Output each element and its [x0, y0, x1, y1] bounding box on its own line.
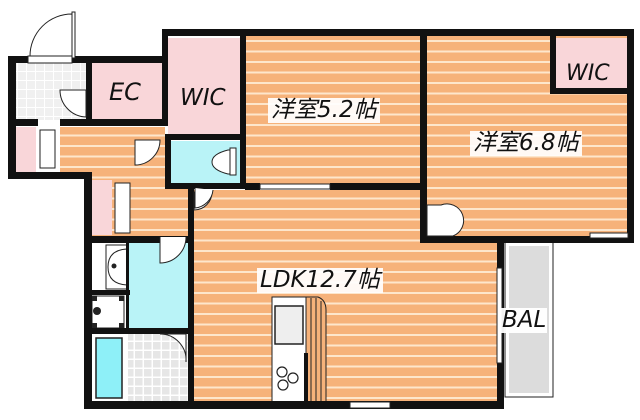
- entrance-door-frame: [27, 55, 73, 64]
- wic-1: [168, 38, 240, 134]
- door-hall-swing: [134, 139, 161, 166]
- stove-burner-icon: [276, 366, 288, 378]
- shoe-cabinet: [16, 127, 36, 172]
- window-room1: [259, 183, 331, 190]
- room-label-balcony: BAL: [500, 307, 548, 333]
- door-room2-swing: [426, 203, 465, 237]
- room-label-ldk: LDK12.7帖: [257, 268, 383, 293]
- entrance-door-swing: [29, 13, 73, 58]
- room-label-western-2: 洋室6.8帖: [470, 131, 582, 156]
- room-label-wic-2: WIC: [566, 61, 610, 86]
- washing-machine-icon: [91, 295, 125, 329]
- room-label-wic-1: WIC: [180, 85, 226, 111]
- door-toilet-swing: [194, 188, 214, 209]
- window-ldk-bottom: [349, 401, 391, 409]
- door-ec-swing: [59, 89, 87, 118]
- ec-closet: [92, 62, 162, 119]
- bathroom-floor: [128, 334, 188, 402]
- door-cab-swing: [114, 182, 131, 234]
- stove-burner-icon: [277, 379, 289, 391]
- hall-cabinet: [92, 180, 112, 235]
- room-label-ec: EC: [109, 78, 141, 106]
- hallway: [60, 127, 190, 237]
- doors: [27, 11, 629, 409]
- wic-2: [556, 38, 628, 90]
- toilet-icon: [211, 147, 237, 176]
- door-shoe-swing: [39, 129, 56, 169]
- kitchen-counter: [271, 296, 327, 403]
- window-room2: [589, 232, 629, 239]
- door-bath-swing: [159, 333, 187, 363]
- washbasin-icon: [105, 244, 129, 290]
- room-label-western-1: 洋室5.2帖: [268, 98, 380, 123]
- door-wash-swing: [159, 236, 187, 264]
- stove-burner-icon: [287, 372, 299, 384]
- bathtub-icon: [95, 337, 123, 399]
- washroom: [128, 243, 188, 328]
